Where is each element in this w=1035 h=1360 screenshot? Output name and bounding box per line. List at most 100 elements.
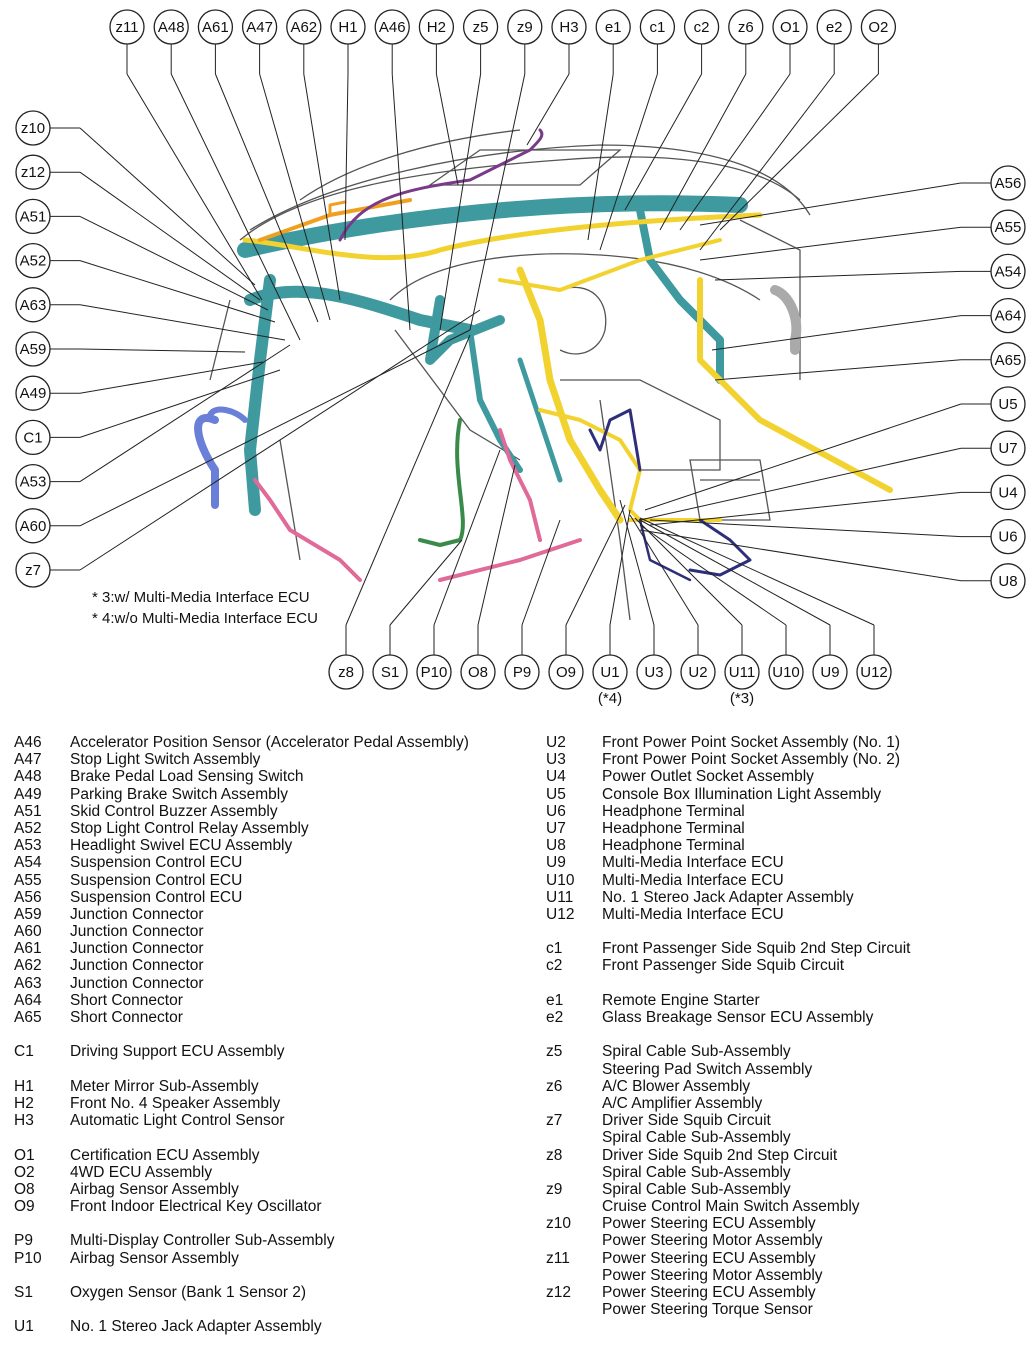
legend-description: Power Steering Motor Assembly bbox=[602, 1232, 823, 1250]
callout-circle bbox=[990, 430, 1026, 466]
callout-label: A46 bbox=[379, 19, 406, 36]
legend-description: Glass Breakage Sensor ECU Assembly bbox=[602, 1009, 874, 1026]
callout-label: A55 bbox=[995, 219, 1022, 236]
callout-circle bbox=[328, 654, 364, 690]
legend-code: U12 bbox=[546, 905, 575, 923]
legend-description: Front No. 4 Speaker Assembly bbox=[70, 1094, 281, 1112]
legend-description: Junction Connector bbox=[70, 940, 204, 958]
legend-row: Spiral Cable Sub-Assembly bbox=[546, 1164, 910, 1181]
callout-label: A51 bbox=[20, 208, 47, 225]
legend-row: Spiral Cable Sub-Assembly bbox=[546, 1129, 910, 1146]
callout-label: A49 bbox=[20, 385, 47, 402]
legend-code: H1 bbox=[14, 1077, 34, 1095]
callout-circle bbox=[286, 9, 322, 45]
callout-U3: U3 bbox=[636, 654, 672, 690]
legend-code: A63 bbox=[14, 974, 42, 992]
callout-circle bbox=[856, 654, 892, 690]
callout-label: A53 bbox=[20, 474, 47, 491]
legend-spacer bbox=[14, 1061, 469, 1078]
legend-code: C1 bbox=[14, 1043, 34, 1061]
callout-label: H1 bbox=[338, 19, 357, 36]
legend-description: No. 1 Stereo Jack Adapter Assembly bbox=[70, 1318, 322, 1336]
legend-description: Stop Light Switch Assembly bbox=[70, 751, 261, 769]
callout-A49: A49 bbox=[15, 375, 51, 411]
legend-code: A49 bbox=[14, 785, 42, 803]
callout-circle bbox=[680, 654, 716, 690]
callout-label: A52 bbox=[20, 253, 47, 270]
callout-circle bbox=[990, 518, 1026, 555]
callout-circle bbox=[595, 9, 631, 45]
legend-code: A64 bbox=[14, 991, 42, 1009]
callout-circle bbox=[990, 474, 1026, 511]
legend-description: A/C Blower Assembly bbox=[602, 1077, 751, 1095]
callout-label: U2 bbox=[688, 664, 707, 681]
legend-code: e2 bbox=[546, 1009, 564, 1026]
callout-label: c2 bbox=[694, 19, 710, 36]
callout-label: A64 bbox=[995, 308, 1022, 325]
legend-description: Short Connector bbox=[70, 991, 183, 1009]
legend-description: Suspension Control ECU bbox=[70, 888, 243, 906]
legend-description: Short Connector bbox=[70, 1009, 183, 1026]
callout-circle bbox=[462, 9, 499, 45]
legend-code: H3 bbox=[14, 1112, 34, 1130]
callout-label: O8 bbox=[468, 664, 488, 681]
callout-circle bbox=[636, 654, 672, 690]
callout-O1: O1 bbox=[772, 9, 808, 45]
legend-row: Power Steering Torque Sensor bbox=[546, 1301, 910, 1318]
legend-description: Junction Connector bbox=[70, 905, 204, 923]
legend-description: Multi-Display Controller Sub-Assembly bbox=[70, 1232, 335, 1250]
legend-code: A48 bbox=[14, 768, 42, 786]
callout-A65: A65 bbox=[990, 342, 1026, 378]
callout-A47: A47 bbox=[241, 9, 278, 45]
callout-A61: A61 bbox=[197, 9, 234, 45]
callout-circle bbox=[15, 287, 51, 323]
callout-label: U8 bbox=[998, 573, 1017, 590]
callout-A48: A48 bbox=[153, 9, 189, 45]
legend-code: z8 bbox=[546, 1146, 563, 1164]
callout-A55: A55 bbox=[990, 209, 1026, 245]
callout-circle bbox=[15, 110, 51, 146]
callout-S1: S1 bbox=[372, 654, 408, 690]
callout-circle bbox=[330, 9, 366, 45]
legend-code: U10 bbox=[546, 871, 575, 889]
callout-z8: z8 bbox=[328, 654, 364, 690]
callout-e2: e2 bbox=[816, 9, 852, 45]
legend-description: Headphone Terminal bbox=[602, 819, 745, 837]
callout-circle bbox=[153, 9, 189, 45]
callout-label: U11 bbox=[729, 664, 755, 681]
legend-description: Front Power Point Socket Assembly (No. 2… bbox=[602, 751, 901, 769]
legend-description: Headphone Terminal bbox=[602, 837, 745, 855]
legend-description: Remote Engine Starter bbox=[602, 991, 760, 1009]
callout-circle bbox=[990, 165, 1026, 201]
callout-z7: z7 bbox=[15, 552, 51, 588]
legend-description: Certification ECU Assembly bbox=[70, 1146, 260, 1164]
callout-circle bbox=[990, 342, 1026, 378]
legend-code: z11 bbox=[546, 1249, 570, 1267]
callout-circle bbox=[812, 654, 848, 690]
footnotes: * 3:w/ Multi-Media Interface ECU * 4:w/o… bbox=[92, 587, 318, 629]
legend-row: A64 Short Connector bbox=[14, 992, 469, 1009]
callout-label: O1 bbox=[780, 19, 800, 36]
callout-U2: U2 bbox=[680, 654, 716, 690]
legend-description: Junction Connector bbox=[70, 957, 204, 975]
callout-A46: A46 bbox=[374, 9, 410, 45]
callout-circle bbox=[507, 9, 543, 45]
callout-A60: A60 bbox=[15, 508, 51, 544]
legend-description: Meter Mirror Sub-Assembly bbox=[70, 1077, 259, 1095]
legend-code: A52 bbox=[14, 819, 42, 837]
legend-description: Power Steering ECU Assembly bbox=[602, 1215, 816, 1233]
